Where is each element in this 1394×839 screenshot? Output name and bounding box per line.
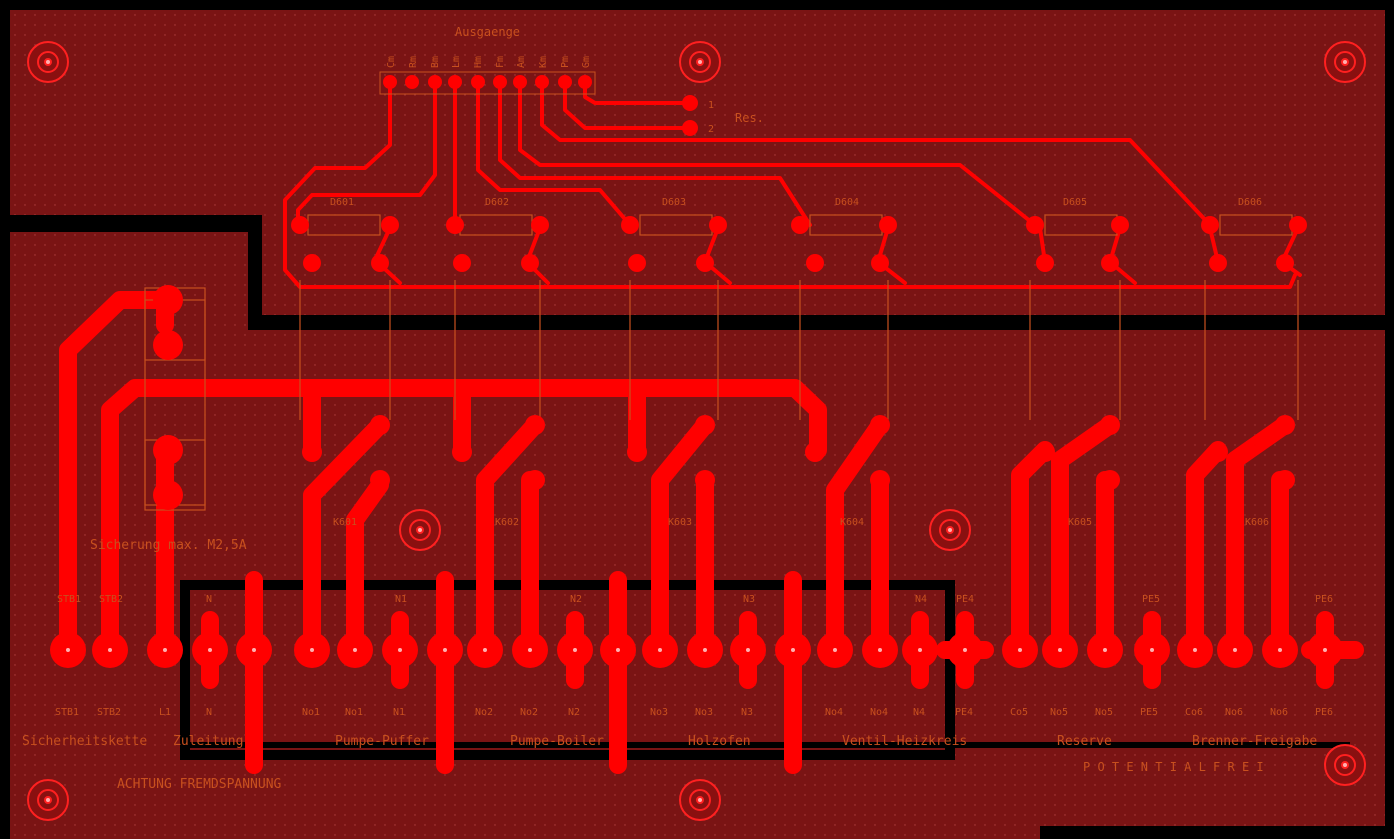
group-label: Pumpe-Puffer [335, 734, 429, 749]
terminal-label-bottom: Co5 [1010, 707, 1028, 718]
terminal-label-bottom: No6 [1270, 707, 1288, 718]
terminal-label-bottom: PE6 [1315, 707, 1333, 718]
mounting-hole-icon [929, 509, 971, 551]
terminal-label-top: STB2 [99, 594, 123, 605]
relay-label: K601 [333, 517, 357, 528]
relay-labels: K601 K602 K603 K604 K605 K606 [333, 517, 1269, 528]
connector-pin-label: Km [538, 56, 549, 68]
connector-pin-label: Lm [451, 56, 462, 68]
isolation-gap [180, 580, 955, 760]
group-label: Pumpe-Boiler [510, 734, 604, 749]
terminal-label-bottom: No4 [825, 707, 843, 718]
diode-label: D601 [330, 197, 354, 208]
mounting-hole-icon [679, 779, 721, 821]
mounting-hole-icon [399, 509, 441, 551]
res-label: Res. [735, 111, 764, 125]
terminal-bottom-labels: STB1 STB2 L1 N No1 No1 N1 No2 No2 N2 No3… [55, 707, 1333, 718]
mounting-hole-icon [1324, 744, 1366, 786]
terminal-label-top: N [206, 594, 212, 605]
terminal-label-bottom: N1 [393, 707, 405, 718]
terminal-label-bottom: STB1 [55, 707, 79, 718]
res-pin-1: 1 [708, 100, 714, 111]
connector-pin-label: Gm [581, 56, 592, 68]
group-label: Reserve [1057, 734, 1112, 749]
connector-pin-label: Cm [386, 56, 397, 68]
terminal-drills [66, 648, 1327, 652]
terminal-label-bottom: STB2 [97, 707, 121, 718]
mounting-hole-icon [1324, 41, 1366, 83]
terminal-label-bottom: N2 [568, 707, 580, 718]
terminal-label-bottom: N3 [741, 707, 753, 718]
connector-pin-label: Bm [430, 56, 441, 68]
terminal-label-top: N3 [743, 594, 755, 605]
terminal-label-bottom: No4 [870, 707, 888, 718]
connector-pin-label: Pm [560, 56, 571, 68]
relay-label: K605 [1068, 517, 1092, 528]
group-label: Ventil-Heizkreis [842, 734, 967, 749]
group-labels: Sicherheitskette Zuleitung Pumpe-Puffer … [22, 734, 1317, 749]
diode-labels: D601 D602 D603 D604 D605 D606 [330, 197, 1262, 208]
group-label: Holzofen [688, 734, 751, 749]
terminal-label-top: PE4 [956, 594, 974, 605]
terminal-pads [50, 632, 1343, 668]
terminal-label-top: N4 [915, 594, 927, 605]
terminal-label-bottom: No1 [302, 707, 320, 718]
potential-free-label: P O T E N T I A L F R E I [1083, 760, 1264, 774]
terminal-label-bottom: No5 [1095, 707, 1113, 718]
diode-label: D602 [485, 197, 509, 208]
terminal-label-top: STB1 [57, 594, 81, 605]
diode-label: D604 [835, 197, 859, 208]
terminal-label-bottom: N [206, 707, 212, 718]
terminal-label-bottom: PE5 [1140, 707, 1158, 718]
relay-label: K602 [495, 517, 519, 528]
diode-label: D603 [662, 197, 686, 208]
relay-label: K606 [1245, 517, 1269, 528]
terminal-label-top: PE6 [1315, 594, 1333, 605]
header-connector [379, 71, 698, 136]
terminal-label-top: N2 [570, 594, 582, 605]
mounting-hole-icon [679, 41, 721, 83]
terminal-label-bottom: N4 [913, 707, 925, 718]
terminal-top-labels: STB1 STB2 N N1 N2 N3 N4 PE4 PE5 PE6 [57, 594, 1333, 605]
group-label: Brenner-Freigabe [1192, 734, 1317, 749]
warning-label: ACHTUNG FREMDSPANNUNG [117, 777, 282, 792]
fuse-note: Sicherung max. M2,5A [90, 538, 247, 553]
relay-label: K604 [840, 517, 864, 528]
terminal-label-top: PE5 [1142, 594, 1160, 605]
diode-label: D605 [1063, 197, 1087, 208]
connector-pin-label: Hm [473, 56, 484, 68]
terminal-label-bottom: No2 [475, 707, 493, 718]
mounting-hole-icon [27, 41, 69, 83]
terminal-label-bottom: No3 [650, 707, 668, 718]
terminal-label-bottom: No5 [1050, 707, 1068, 718]
terminal-label-top: N1 [395, 594, 407, 605]
connector-pin-label: Rm [408, 56, 419, 68]
terminal-label-bottom: Co6 [1185, 707, 1203, 718]
group-label: Sicherheitskette [22, 734, 147, 749]
terminal-label-bottom: No6 [1225, 707, 1243, 718]
terminal-label-bottom: No3 [695, 707, 713, 718]
diode-label: D606 [1238, 197, 1262, 208]
connector-pin-label: Am [516, 56, 527, 68]
terminal-label-bottom: L1 [159, 707, 171, 718]
mounting-holes [27, 41, 1366, 821]
res-pin-2: 2 [708, 124, 714, 135]
terminal-label-bottom: PE4 [955, 707, 973, 718]
mounting-hole-icon [27, 779, 69, 821]
connector-pin-labels: Cm Rm Bm Lm Hm Fm Am Km Pm Gm [386, 56, 592, 68]
group-label: Zuleitung [173, 734, 243, 749]
connector-pin-label: Fm [495, 56, 506, 68]
outputs-header-title: Ausgaenge [455, 25, 520, 39]
relay-label: K603 [668, 517, 692, 528]
terminal-label-bottom: No1 [345, 707, 363, 718]
terminal-label-bottom: No2 [520, 707, 538, 718]
pads [153, 216, 1307, 510]
